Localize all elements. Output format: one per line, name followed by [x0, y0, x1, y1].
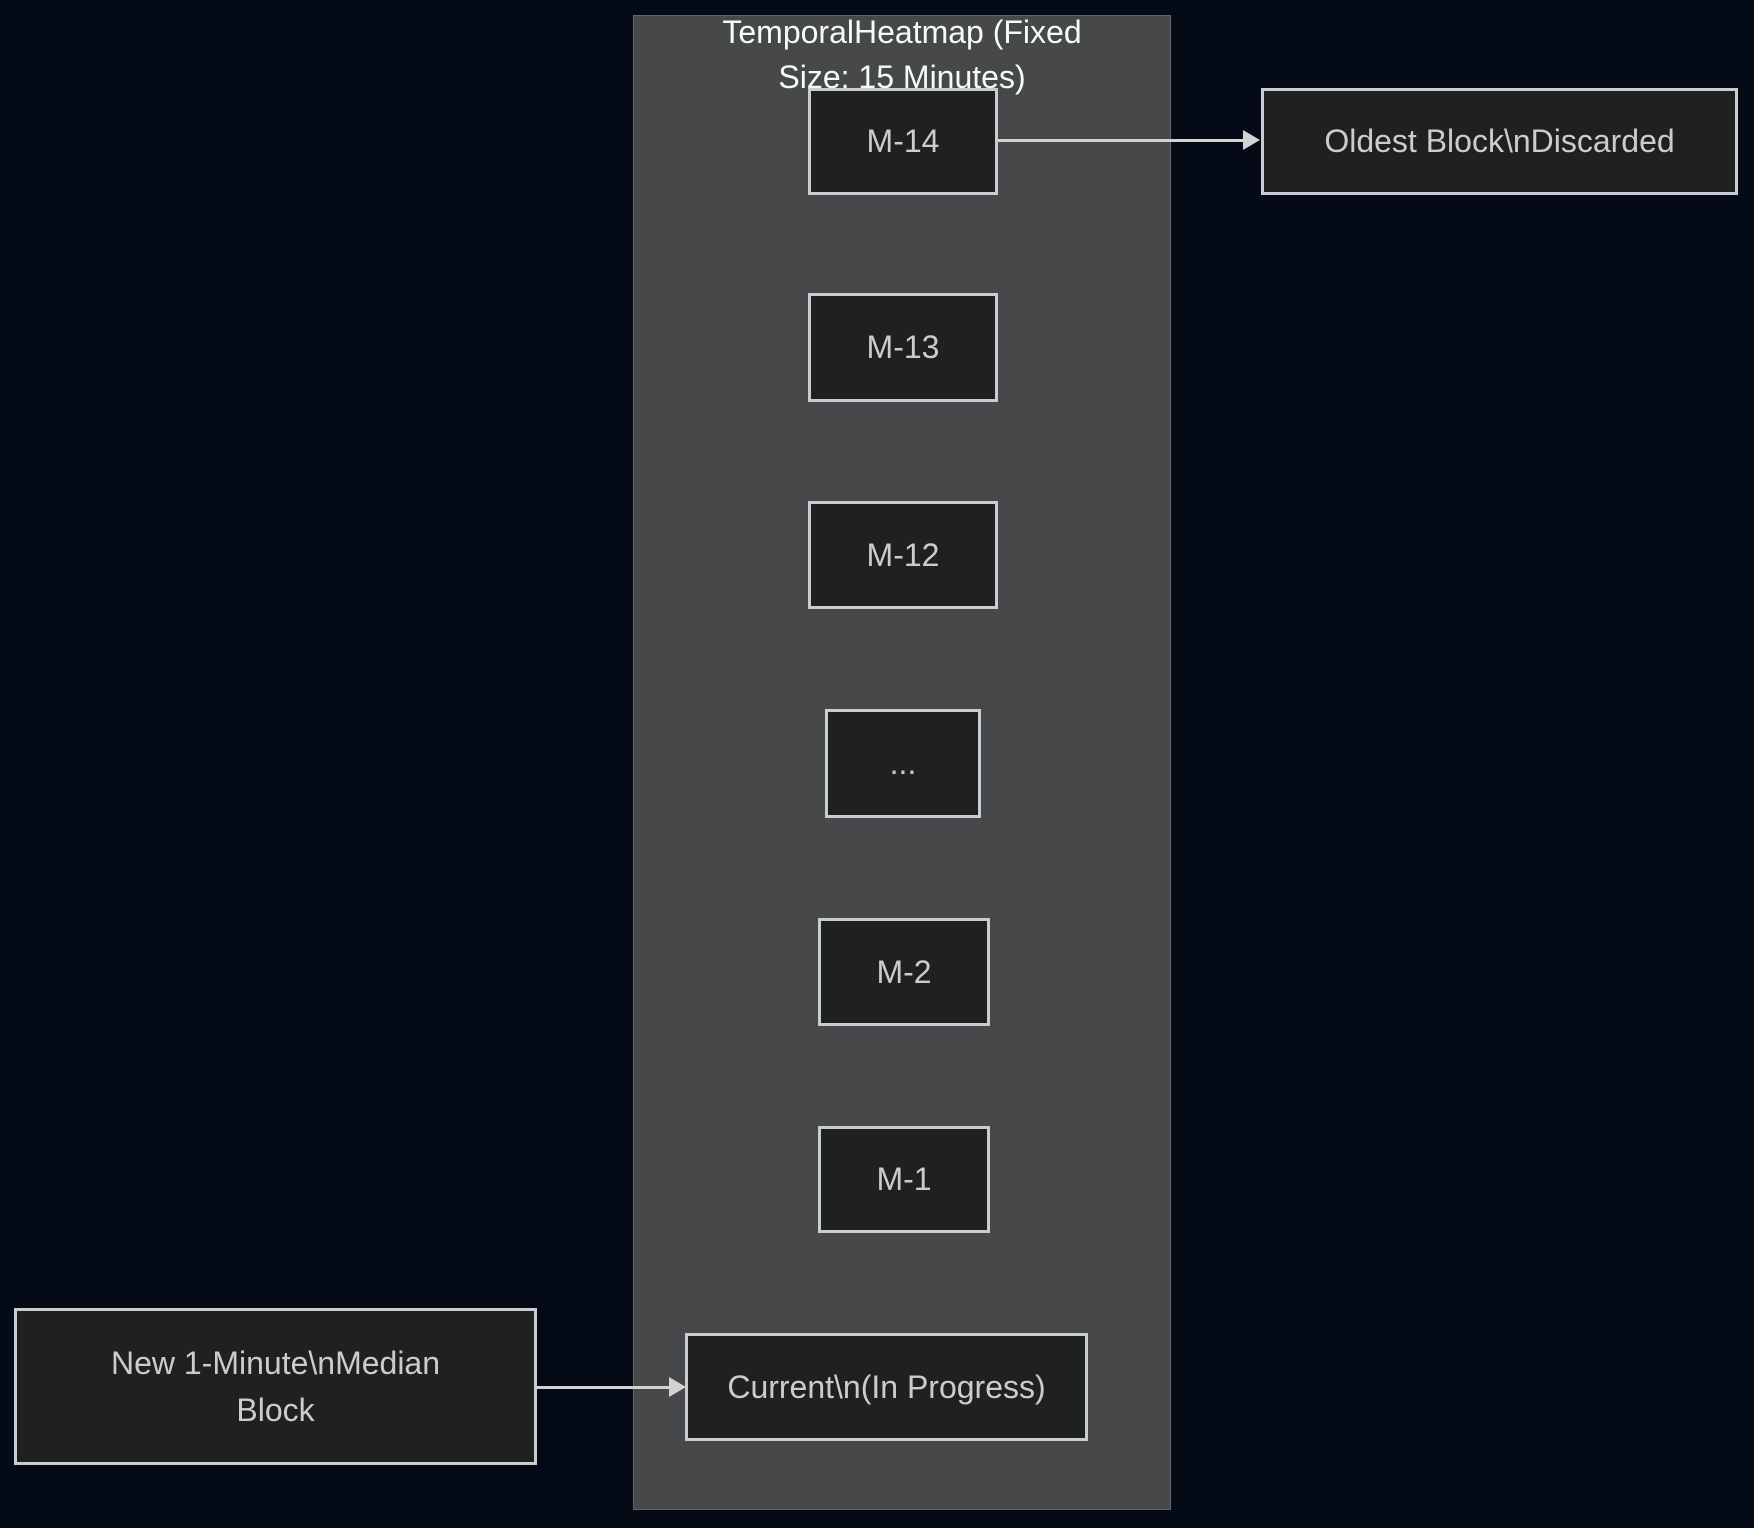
node-new-median-block: New 1-Minute\nMedian Block: [14, 1308, 537, 1465]
node-m-2: M-2: [818, 918, 990, 1026]
node-m-13: M-13: [808, 293, 998, 402]
node-m-1-label: M-1: [876, 1161, 932, 1197]
arrowhead-icon: [669, 1377, 686, 1397]
node-new-label-line-2: Block: [236, 1391, 315, 1428]
node-ellipsis-label: ...: [889, 745, 917, 781]
edge-m14-to-oldest: [998, 139, 1243, 142]
cluster-title-line-1: TemporalHeatmap (Fixed: [722, 14, 1082, 50]
node-m-12: M-12: [808, 501, 998, 609]
edge-new-to-current: [537, 1386, 669, 1389]
node-current-in-progress: Current\n(In Progress): [685, 1333, 1088, 1441]
node-m-13-label: M-13: [866, 329, 940, 365]
node-oldest-label: Oldest Block\nDiscarded: [1324, 123, 1675, 159]
node-m-12-label: M-12: [866, 536, 940, 573]
node-m-14-label: M-14: [866, 123, 940, 159]
node-ellipsis: ...: [825, 709, 981, 818]
arrowhead-icon: [1243, 130, 1260, 150]
node-m-1: M-1: [818, 1126, 990, 1233]
node-new-label-line-1: New 1-Minute\nMedian: [110, 1344, 441, 1381]
node-current-label: Current\n(In Progress): [727, 1368, 1046, 1405]
cluster-title: TemporalHeatmap (Fixed Size: 15 Minutes): [633, 10, 1171, 100]
node-oldest-block-discarded: Oldest Block\nDiscarded: [1261, 88, 1738, 195]
node-m-2-label: M-2: [876, 953, 932, 990]
node-m-14: M-14: [808, 88, 998, 195]
